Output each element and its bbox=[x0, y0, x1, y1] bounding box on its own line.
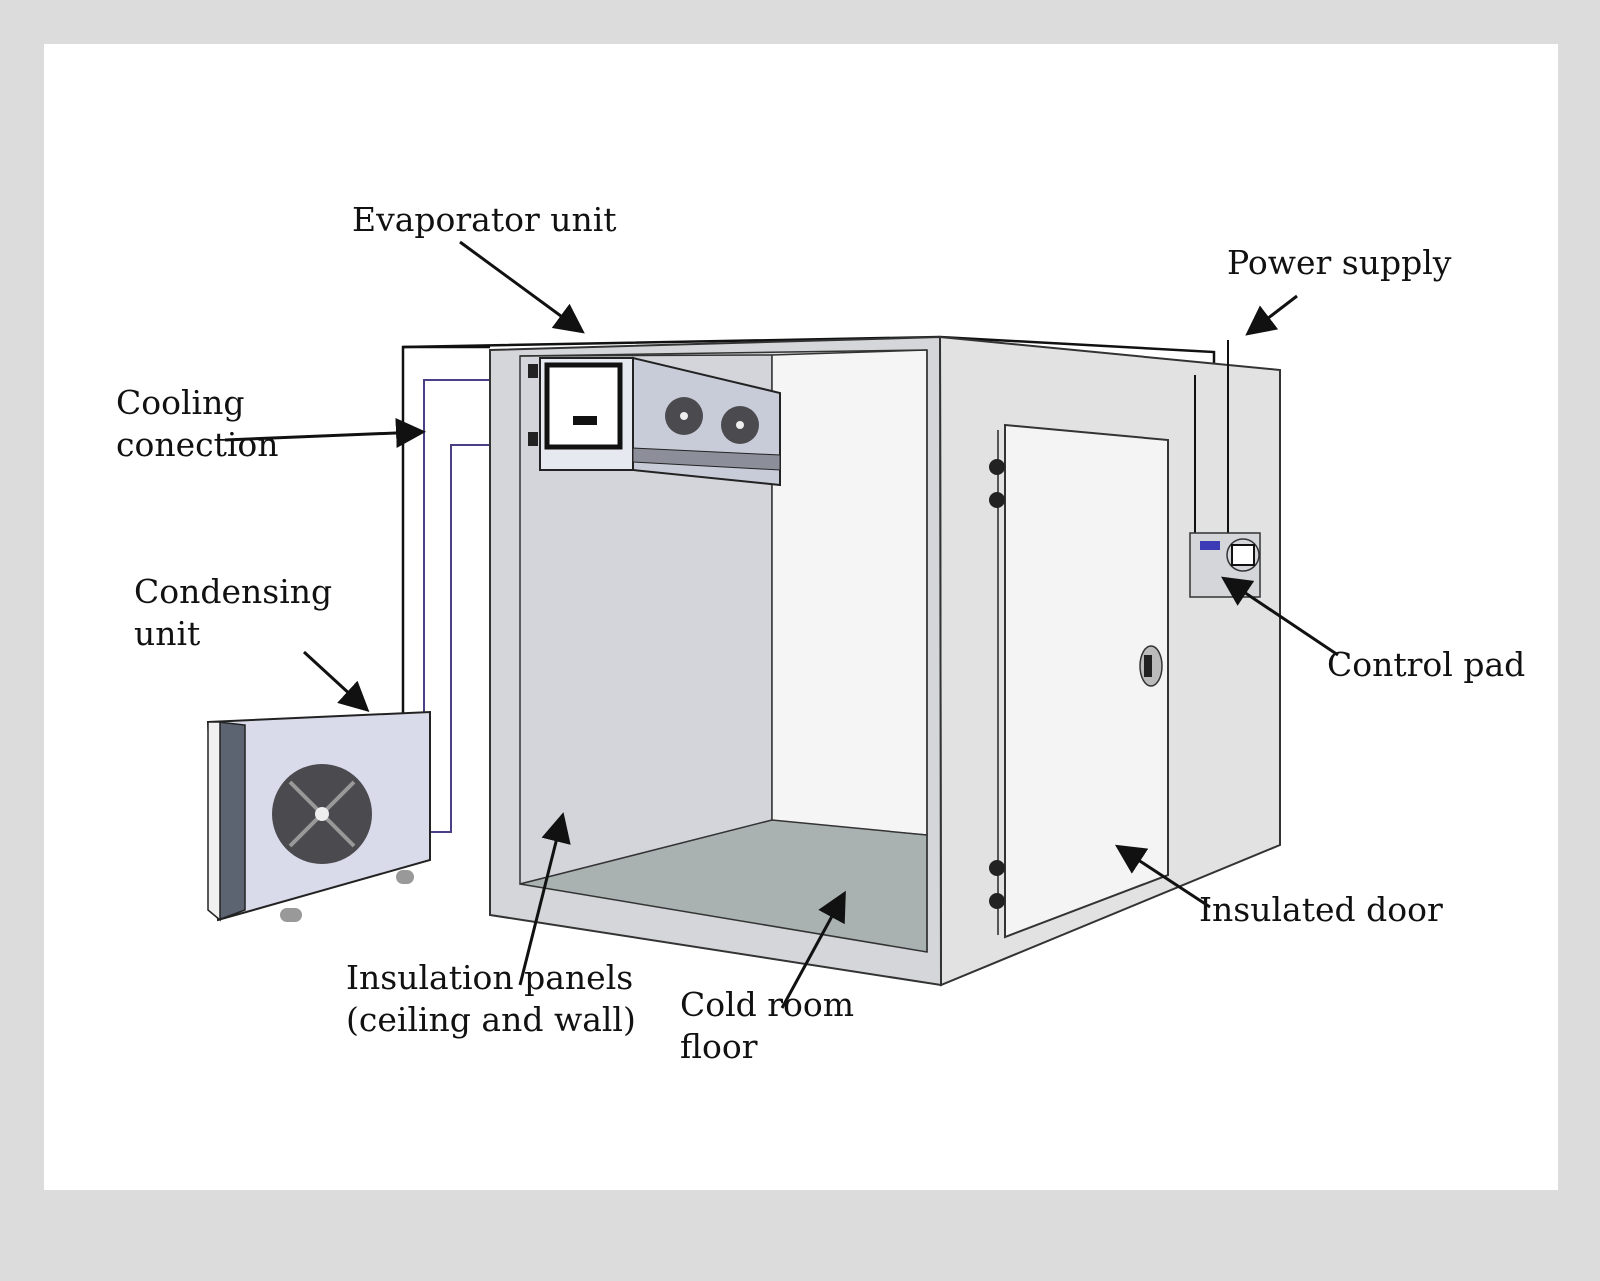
diagram-canvas: Evaporator unit Power supply Cooling con… bbox=[44, 44, 1558, 1190]
floor-arrow bbox=[780, 890, 846, 1009]
hinge-icon bbox=[989, 492, 1005, 508]
label-cooling-connection: Cooling conection bbox=[116, 382, 279, 466]
control-display bbox=[1200, 541, 1220, 550]
leader-arrows bbox=[224, 240, 1339, 1009]
cold-room bbox=[489, 335, 1281, 987]
hinge-icon bbox=[989, 459, 1005, 475]
insulated-door bbox=[1004, 423, 1169, 939]
label-cold-room-floor: Cold room floor bbox=[680, 984, 854, 1068]
label-power-supply: Power supply bbox=[1227, 243, 1452, 282]
label-control-pad: Control pad bbox=[1327, 645, 1526, 684]
label-insulated-door: Insulated door bbox=[1199, 890, 1443, 929]
evaporator-arrow bbox=[459, 240, 585, 334]
control-pad-arrow bbox=[1221, 576, 1339, 657]
cooling-arrow bbox=[224, 417, 426, 448]
label-line: Cold room bbox=[680, 985, 855, 1024]
label-line: Condensing bbox=[134, 572, 333, 611]
label-line: floor bbox=[680, 1027, 758, 1066]
insulation-arrow bbox=[518, 812, 571, 986]
condensing-arrow bbox=[302, 650, 370, 713]
label-condensing-unit: Condensing unit bbox=[134, 571, 332, 655]
door-arrow bbox=[1114, 844, 1211, 909]
evaporator-unit bbox=[528, 356, 781, 487]
condensing-unit bbox=[206, 710, 431, 922]
label-line: Insulation panels bbox=[346, 958, 634, 997]
refrigerant-lines bbox=[423, 379, 493, 833]
cold-room-illustration bbox=[206, 240, 1339, 1009]
control-knob-icon bbox=[1226, 538, 1260, 572]
back-wall bbox=[771, 349, 928, 836]
power-supply-arrow bbox=[1245, 294, 1298, 336]
label-insulation-panels: Insulation panels (ceiling and wall) bbox=[346, 957, 636, 1041]
label-line: (ceiling and wall) bbox=[346, 1000, 636, 1039]
hinge-icon bbox=[989, 860, 1005, 876]
label-line: unit bbox=[134, 614, 201, 653]
label-line: conection bbox=[116, 425, 279, 464]
label-line: Cooling bbox=[116, 383, 245, 422]
label-evaporator-unit: Evaporator unit bbox=[352, 200, 617, 239]
hinge-icon bbox=[989, 893, 1005, 909]
